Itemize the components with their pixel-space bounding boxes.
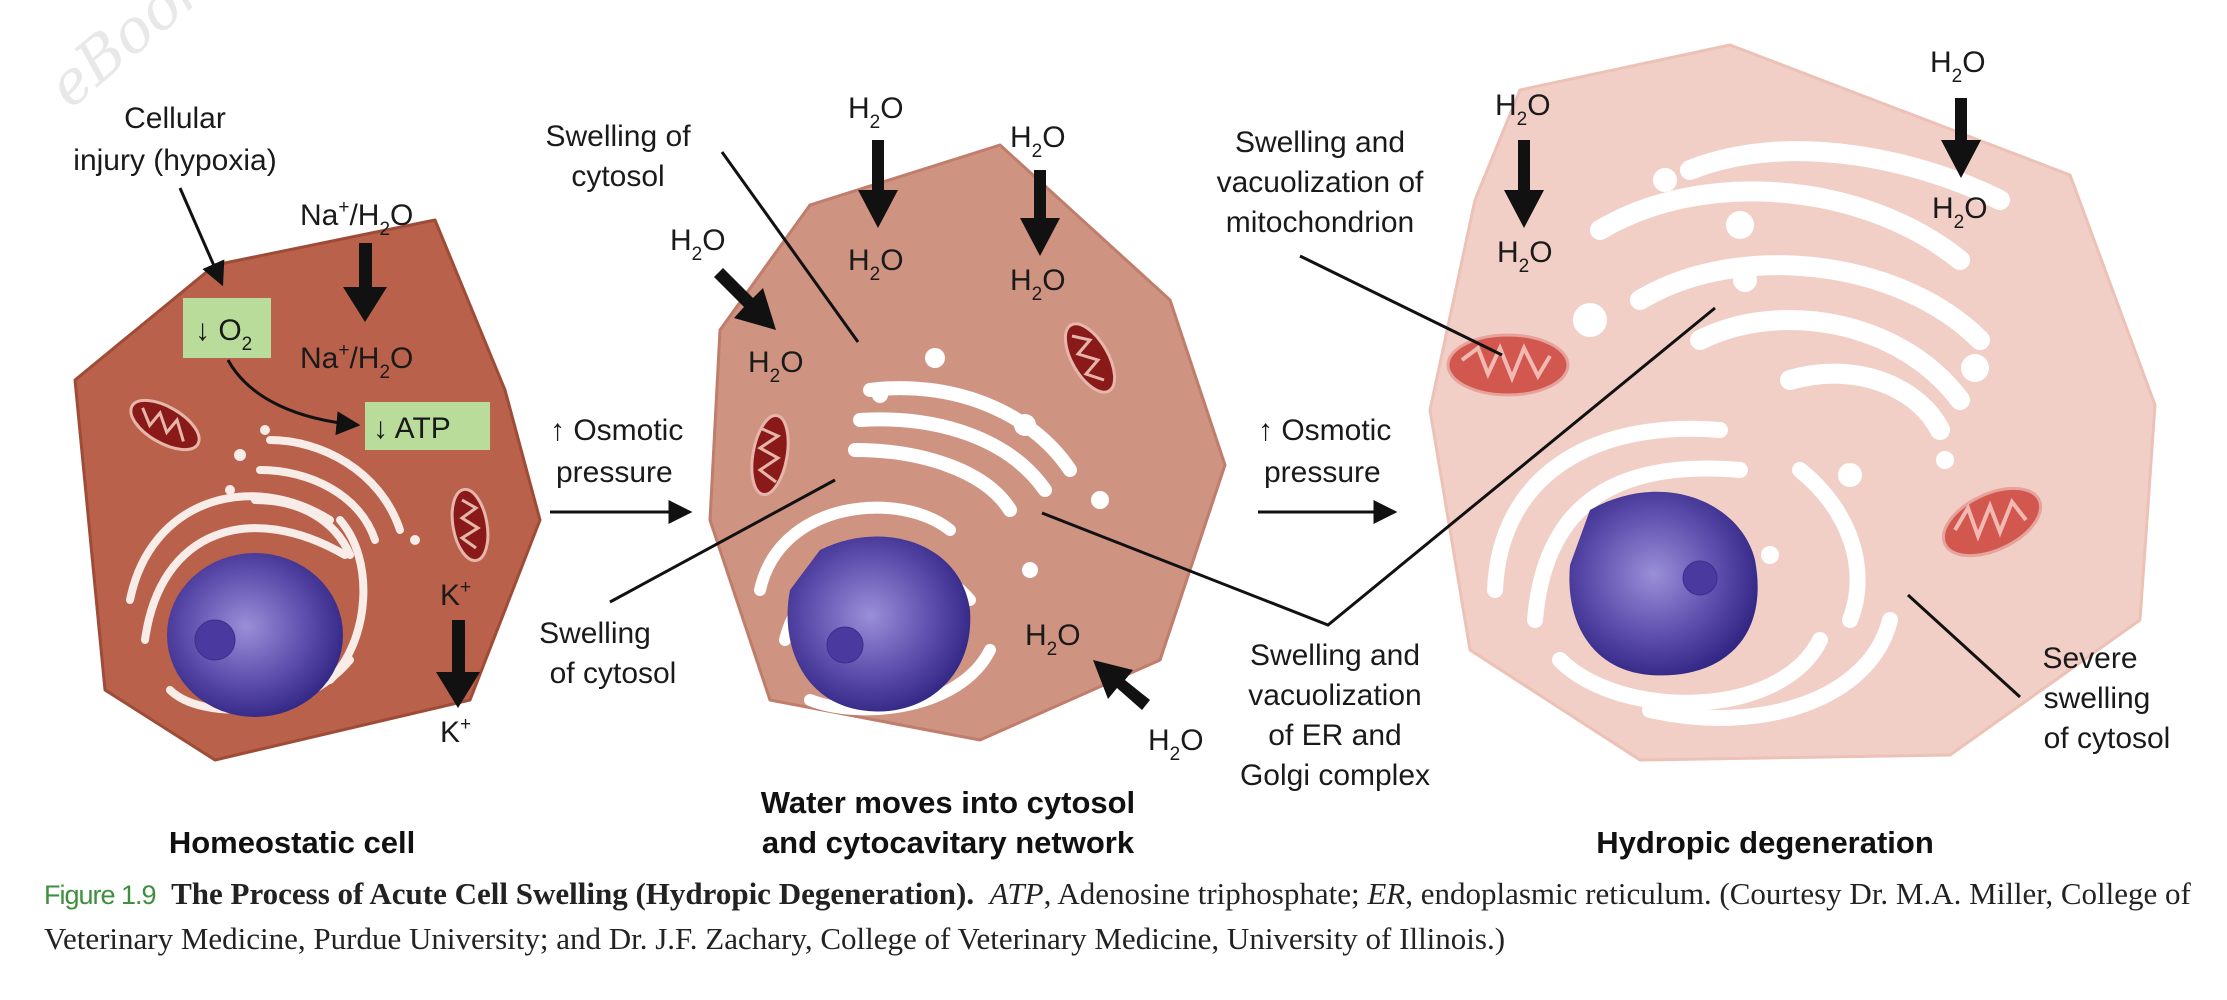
atp-box (365, 402, 490, 450)
panel-2-title-line2: and cytocavitary network (762, 825, 1135, 860)
panel-2-title-line1: Water moves into cytosol (761, 785, 1135, 820)
panel-homeostatic-cell: Cellular injury (hypoxia) ↓ O2 ↓ ATP Na+… (73, 102, 542, 860)
p3-h2o-2: H2O (1930, 46, 1986, 87)
p3-er-line3: of ER and (1268, 719, 1401, 752)
p2-h2o-1b: H2O (848, 244, 904, 285)
cell-3-endoplasmic-reticulum (1487, 420, 1898, 726)
p2-swelling-top-line1: Swelling of (545, 120, 691, 153)
er-definition: , endoplasmic reticulum. (Courtesy Dr. M… (44, 876, 2191, 956)
na-h2o-bottom-label: Na+/H2O (300, 340, 413, 383)
p2-swelling-bottom-line1: Swelling (539, 617, 651, 650)
atp-abbreviation: ATP (989, 876, 1044, 911)
cell-3-nucleus (1569, 491, 1758, 676)
panel-3-title: Hydropic degeneration (1596, 825, 1934, 860)
p2-water-arrow-1 (858, 140, 898, 228)
cell-1-mitochondrion-right (450, 487, 490, 563)
panel-hydropic-degeneration: H2O H2O H2O H2O Swelling and vacuolizati… (1041, 43, 2171, 860)
er-abbreviation: ER (1367, 876, 1406, 911)
p3-mito-leader (1299, 254, 1503, 357)
p3-er-line2: vacuolization (1248, 679, 1421, 712)
p2-water-arrow-4 (1093, 660, 1150, 710)
p2-h2o-1: H2O (848, 92, 904, 133)
cell-3-nucleolus (1682, 560, 1718, 596)
p2-swelling-top-line2: cytosol (571, 160, 664, 193)
p3-severe-leader (1906, 593, 2022, 699)
p2-h2o-2: H2O (1010, 121, 1066, 162)
p2-h2o-4b: H2O (1148, 724, 1204, 765)
p2-water-arrow-2 (1020, 170, 1060, 256)
p2-h2o-3: H2O (670, 224, 726, 265)
osmotic-1-line1: ↑ Osmotic (550, 414, 683, 447)
p3-er-line1: Swelling and (1250, 639, 1420, 672)
k-bottom-label: K+ (440, 714, 471, 749)
cell-3-golgi-complex (1573, 141, 2010, 564)
na-h2o-top-label: Na+/H2O (300, 197, 413, 240)
o2-to-atp-arrow (226, 359, 361, 436)
figure-caption: Figure 1.9 The Process of Acute Cell Swe… (44, 872, 2194, 961)
p2-h2o-2b: H2O (1010, 264, 1066, 305)
cell-2-nucleus (787, 536, 971, 712)
injury-label-line1: Cellular (124, 102, 226, 135)
figure-number: Figure 1.9 (44, 880, 157, 910)
p3-mito-line2: vacuolization of (1217, 166, 1424, 199)
atp-definition: , Adenosine triphosphate; (1043, 876, 1368, 911)
p3-severe-line2: swelling (2044, 682, 2151, 715)
cell-2-golgi-complex (848, 348, 1109, 578)
panel-1-title: Homeostatic cell (169, 825, 415, 860)
osmotic-2-line2: pressure (1264, 456, 1381, 489)
cell-3-mitochondrion-right (1941, 486, 2043, 558)
osmotic-2-line1: ↑ Osmotic (1258, 414, 1391, 447)
p3-severe-line1: Severe (2042, 642, 2137, 675)
p2-swelling-top-leader (720, 151, 860, 343)
osmotic-1-line2: pressure (556, 456, 673, 489)
cell-2-mitochondrion-right (1063, 322, 1117, 394)
cell-2-mitochondrion-left (750, 413, 790, 497)
k-efflux-arrow (436, 620, 480, 708)
cell-1-golgi-complex (225, 425, 420, 559)
na-influx-arrow (343, 243, 387, 322)
o2-box-label: ↓ O2 (195, 314, 252, 355)
p3-water-arrow-1 (1504, 140, 1544, 228)
cell-1-mitochondrion-left (129, 398, 201, 452)
osmotic-arrow-2: ↑ Osmotic pressure (1258, 414, 1398, 524)
o2-box (183, 298, 271, 358)
p3-er-leader (1041, 306, 1716, 627)
cell-3-mitochondrion-left (1446, 333, 1570, 397)
panel-water-influx: H2O H2O H2O H2O H2O H2O H2O H2O Swelling… (539, 92, 1227, 860)
injury-label-line2: injury (hypoxia) (73, 144, 276, 177)
cell-1-nucleus (167, 553, 343, 717)
p3-h2o-2b: H2O (1932, 192, 1988, 233)
p3-h2o-1b: H2O (1497, 236, 1553, 277)
k-top-label: K+ (440, 577, 471, 612)
p3-h2o-1: H2O (1495, 89, 1551, 130)
p3-severe-line3: of cytosol (2044, 722, 2171, 755)
cell-1-nucleolus (194, 619, 236, 661)
p2-swelling-bottom-line2: of cytosol (550, 657, 677, 690)
p2-water-arrow-3 (714, 268, 776, 330)
osmotic-arrow-1: ↑ Osmotic pressure (550, 414, 693, 524)
p3-er-line4: Golgi complex (1240, 759, 1430, 792)
p3-mito-line1: Swelling and (1235, 126, 1405, 159)
p2-swelling-bottom-leader (609, 478, 836, 604)
p2-h2o-3b: H2O (748, 346, 804, 387)
figure-title: The Process of Acute Cell Swelling (Hydr… (171, 876, 975, 911)
p2-h2o-4: H2O (1025, 619, 1081, 660)
atp-box-label: ↓ ATP (373, 412, 451, 445)
p3-water-arrow-2 (1941, 98, 1981, 178)
injury-arrow (178, 187, 225, 287)
cell-2-nucleolus (826, 626, 864, 664)
p3-mito-line3: mitochondrion (1226, 206, 1414, 239)
